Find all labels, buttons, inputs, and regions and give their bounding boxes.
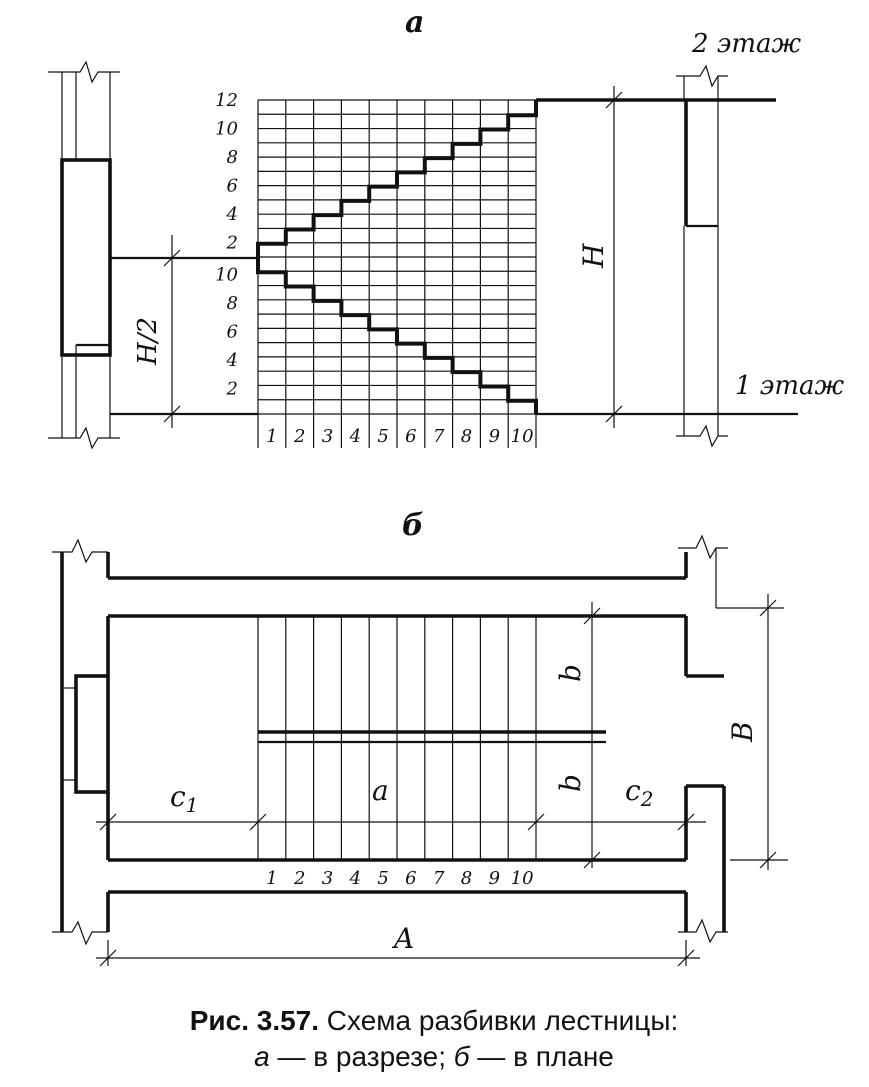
- section-a-right-wall: [676, 64, 728, 448]
- section-a-grid: [257, 99, 537, 448]
- column-tick-label: 3: [322, 426, 333, 447]
- caption-line-2: а — в разрезе; б — в плане: [254, 1041, 614, 1072]
- a-label: a: [372, 774, 389, 807]
- stair-treads-plan: [257, 616, 537, 860]
- upper-tick-label: 8: [227, 147, 238, 168]
- height-label: H: [577, 243, 610, 269]
- upper-tick-label: 6: [227, 176, 238, 197]
- upper-tick-label: 12: [215, 90, 238, 111]
- section-b-walls: [52, 534, 728, 946]
- plan-column-tick-label: 8: [461, 868, 472, 889]
- c1-label: c1: [170, 780, 198, 817]
- lower-tick-label: 4: [226, 350, 238, 371]
- column-tick-label: 1: [266, 426, 277, 447]
- height-dimension: H: [577, 86, 623, 428]
- b-upper-label: b: [554, 664, 587, 682]
- lower-tick-label: 6: [227, 321, 238, 342]
- upper-flight-profile: [256, 100, 538, 258]
- half-height-dimension: H/2: [133, 235, 181, 428]
- upper-tick-label: 2: [226, 233, 238, 254]
- caption-line-1: Рис. 3.57. Схема разбивки лестницы:: [190, 1005, 679, 1036]
- b-dimension: b b: [554, 602, 601, 869]
- section-b: б: [52, 508, 788, 967]
- lower-tick-label: 2: [226, 378, 238, 399]
- plan-column-tick-label: 3: [322, 868, 333, 889]
- upper-tick-label: 10: [215, 119, 238, 140]
- half-height-label: H/2: [133, 317, 163, 366]
- figure-caption: Рис. 3.57. Схема разбивки лестницы: а — …: [190, 1005, 679, 1072]
- floor-2-label: 2 этаж: [691, 29, 802, 59]
- column-tick-label: 6: [405, 426, 416, 447]
- section-a-label: а: [405, 5, 424, 40]
- upper-tick-label: 4: [226, 204, 238, 225]
- c-a-dimension: c1 a c2: [96, 774, 706, 831]
- column-tick-label: 9: [489, 426, 500, 447]
- c2-label: c2: [625, 774, 653, 811]
- section-b-label: б: [402, 508, 424, 543]
- column-tick-label: 2: [293, 426, 305, 447]
- A-label: A: [391, 922, 414, 955]
- plan-column-tick-label: 2: [293, 868, 305, 889]
- column-tick-label: 7: [433, 426, 445, 447]
- plan-column-tick-label: 7: [433, 868, 445, 889]
- column-tick-label: 5: [377, 426, 388, 447]
- lower-tick-label: 10: [215, 264, 238, 285]
- plan-column-tick-label: 1: [266, 868, 277, 889]
- A-dimension: A: [96, 922, 700, 967]
- column-tick-label: 10: [511, 426, 534, 447]
- B-dimension: B: [716, 594, 788, 870]
- section-a-left-wall: [48, 60, 120, 450]
- plan-column-tick-label: 5: [377, 868, 388, 889]
- plan-column-tick-label: 4: [349, 868, 361, 889]
- B-label: B: [726, 721, 759, 743]
- b-lower-label: b: [554, 774, 587, 792]
- floor-1-label: 1 этаж: [735, 371, 845, 401]
- lower-flight-profile: [256, 258, 538, 414]
- column-tick-label: 4: [349, 426, 361, 447]
- plan-column-tick-label: 10: [511, 868, 534, 889]
- lower-tick-label: 8: [227, 293, 238, 314]
- plan-column-tick-label: 9: [489, 868, 500, 889]
- plan-column-tick-label: 6: [405, 868, 416, 889]
- column-tick-label: 8: [461, 426, 472, 447]
